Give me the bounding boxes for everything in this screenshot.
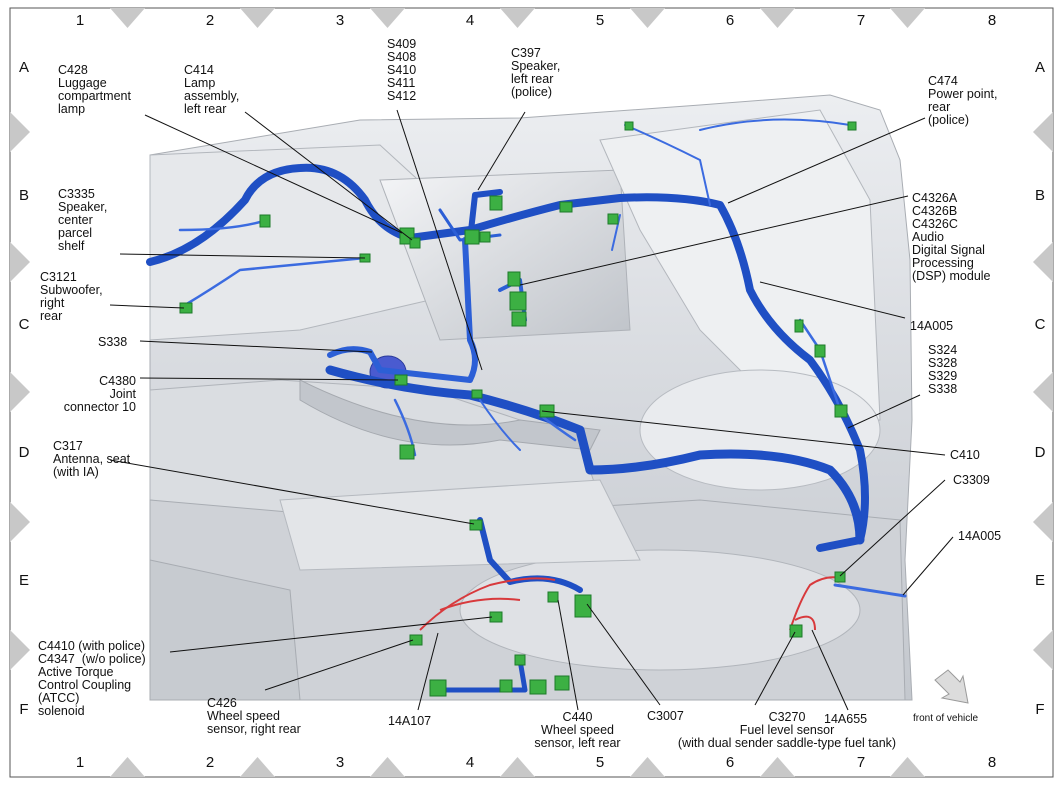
grid-row-e-left: E	[18, 572, 29, 589]
label-c397: C397 Speaker, left rear (police)	[511, 46, 561, 99]
label-c4326: C4326A C4326B C4326C Audio Digital Signa…	[912, 191, 991, 283]
grid-col-4-bottom: 4	[465, 754, 475, 771]
grid-col-7-top: 7	[856, 12, 866, 29]
label-14a107: 14A107	[388, 714, 432, 728]
label-c410: C410	[950, 448, 980, 462]
arrow-down-right-icon	[934, 669, 969, 704]
label-c4410: C4410 (with police) C4347 (w/o police) A…	[38, 639, 146, 718]
grid-row-f-left: F	[19, 701, 29, 718]
label-c317: C317 Antenna, seat (with IA)	[53, 439, 131, 479]
label-c3335: C3335 Speaker, center parcel shelf	[58, 187, 108, 253]
label-14a655: 14A655	[824, 712, 868, 726]
label-14a005-upper: 14A005	[910, 319, 954, 333]
grid-row-e-right: E	[1034, 572, 1045, 589]
grid-col-6-top: 6	[725, 12, 735, 29]
grid-col-3-bottom: 3	[335, 754, 345, 771]
grid-col-3-top: 3	[335, 12, 345, 29]
connectors	[179, 121, 857, 697]
label-c428: C428 Luggage compartment lamp	[58, 63, 131, 116]
label-c3121: C3121 Subwoofer, right rear	[40, 270, 103, 323]
label-front-of-vehicle: front of vehicle	[913, 713, 979, 724]
grid-col-2-top: 2	[205, 12, 215, 29]
label-c440: C440 Wheel speed sensor, left rear	[534, 710, 621, 750]
grid-col-8-bottom: 8	[987, 754, 997, 771]
label-c3007: C3007	[647, 709, 684, 723]
grid-row-c-left: C	[18, 316, 30, 333]
grid-row-c-right: C	[1034, 316, 1046, 333]
grid-col-6-bottom: 6	[725, 754, 735, 771]
grid-col-5-bottom: 5	[595, 754, 605, 771]
grid-col-1-top: 1	[75, 12, 85, 29]
grid-markers	[10, 8, 1053, 777]
label-c414: C414 Lamp assembly, left rear	[184, 63, 240, 116]
grid-row-a-right: A	[1034, 59, 1045, 76]
label-14a005-lower: 14A005	[958, 529, 1002, 543]
leader-lines	[109, 109, 954, 711]
grid-row-b-right: B	[1034, 187, 1045, 204]
grid-col-1-bottom: 1	[75, 754, 85, 771]
red-wires	[419, 576, 841, 631]
grid-col-5-top: 5	[595, 12, 605, 29]
vehicle-body	[149, 94, 913, 701]
label-s338: S338	[98, 335, 128, 349]
label-c474: C474 Power point, rear (police)	[928, 74, 998, 127]
label-c426: C426 Wheel speed sensor, right rear	[207, 696, 301, 736]
grid-row-f-right: F	[1035, 701, 1045, 718]
grid-col-8-top: 8	[987, 12, 997, 29]
grid-col-7-bottom: 7	[856, 754, 866, 771]
grid-row-d-left: D	[18, 444, 30, 461]
label-c4380: C4380 Joint connector 10	[63, 374, 136, 414]
label-c3270: C3270 Fuel level sensor (with dual sende…	[677, 710, 897, 750]
label-s324-group: S324 S328 S329 S338	[928, 343, 958, 396]
grid-row-b-left: B	[18, 187, 29, 204]
grid-col-4-top: 4	[465, 12, 475, 29]
grid-col-2-bottom: 2	[205, 754, 215, 771]
grid-row-d-right: D	[1034, 444, 1046, 461]
label-c3309: C3309	[953, 473, 990, 487]
grid-row-a-left: A	[18, 59, 29, 76]
label-s409-group: S409 S408 S410 S411 S412	[387, 37, 417, 103]
